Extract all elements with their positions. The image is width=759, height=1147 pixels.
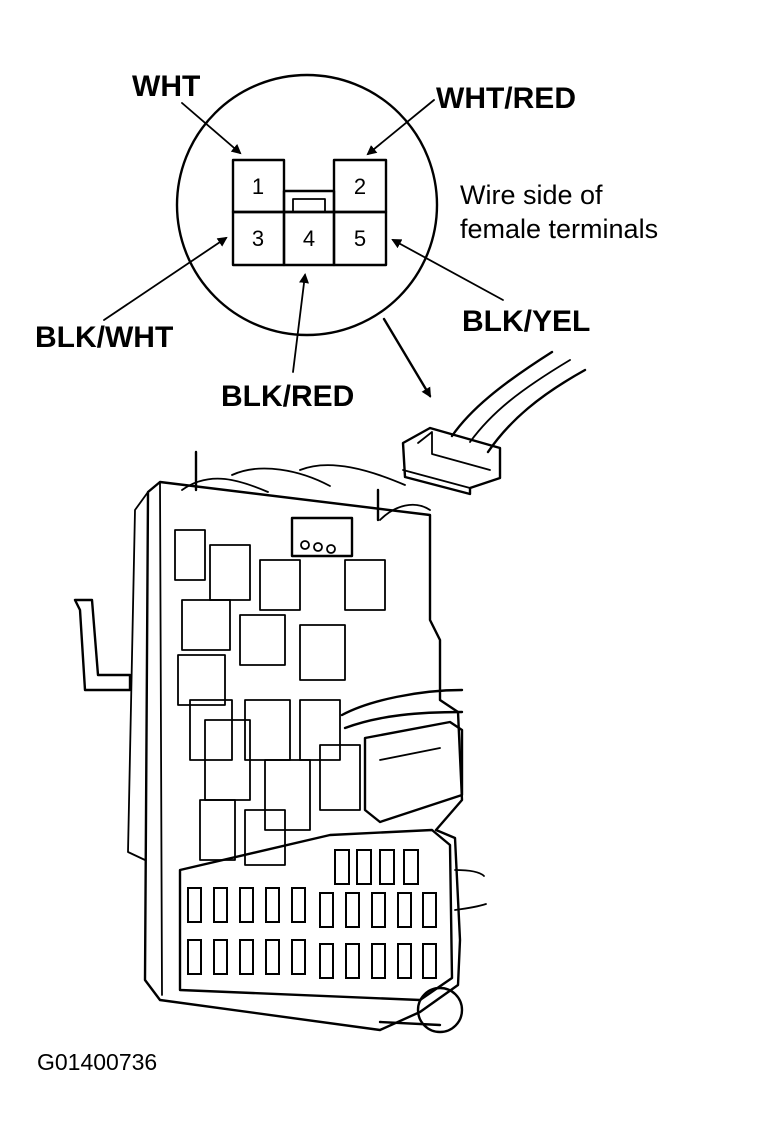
pin-number-5: 5 xyxy=(354,226,366,251)
wire-label-pin-4: BLK/RED xyxy=(221,380,354,413)
leader-arrow-pin-2 xyxy=(366,99,435,156)
wire-label-pin-1: WHT xyxy=(132,70,200,103)
wire-label-pin-5: BLK/YEL xyxy=(462,305,590,338)
lower-bracket xyxy=(378,869,487,1034)
leader-arrow-pin-3 xyxy=(103,236,228,321)
locking-tab xyxy=(282,189,336,214)
connector-face: 1 2 3 4 5 xyxy=(231,158,388,267)
location-arrow xyxy=(382,317,432,398)
terminal-cavity-5 xyxy=(332,210,388,267)
locking-tab-inner xyxy=(292,198,326,213)
connector-detail-circle xyxy=(175,73,439,337)
leader-arrow-pin-1 xyxy=(181,102,242,155)
figure-code: G01400736 xyxy=(37,1049,157,1075)
pin-number-4: 4 xyxy=(303,226,315,251)
view-note-line-1: Wire side of xyxy=(460,180,603,210)
view-note-line-2: female terminals xyxy=(460,214,658,244)
fuse-relay-box xyxy=(73,450,464,1032)
pin-number-2: 2 xyxy=(354,174,366,199)
wire-label-pin-2: WHT/RED xyxy=(436,82,576,115)
pin-number-1: 1 xyxy=(252,174,264,199)
leader-arrow-pin-4 xyxy=(292,273,309,373)
pin-number-3: 3 xyxy=(252,226,264,251)
wire-label-pin-3: BLK/WHT xyxy=(35,321,173,354)
harness-connector-plug xyxy=(401,350,587,496)
leader-arrow-pin-5 xyxy=(391,239,504,301)
fuse-slots xyxy=(187,849,437,979)
